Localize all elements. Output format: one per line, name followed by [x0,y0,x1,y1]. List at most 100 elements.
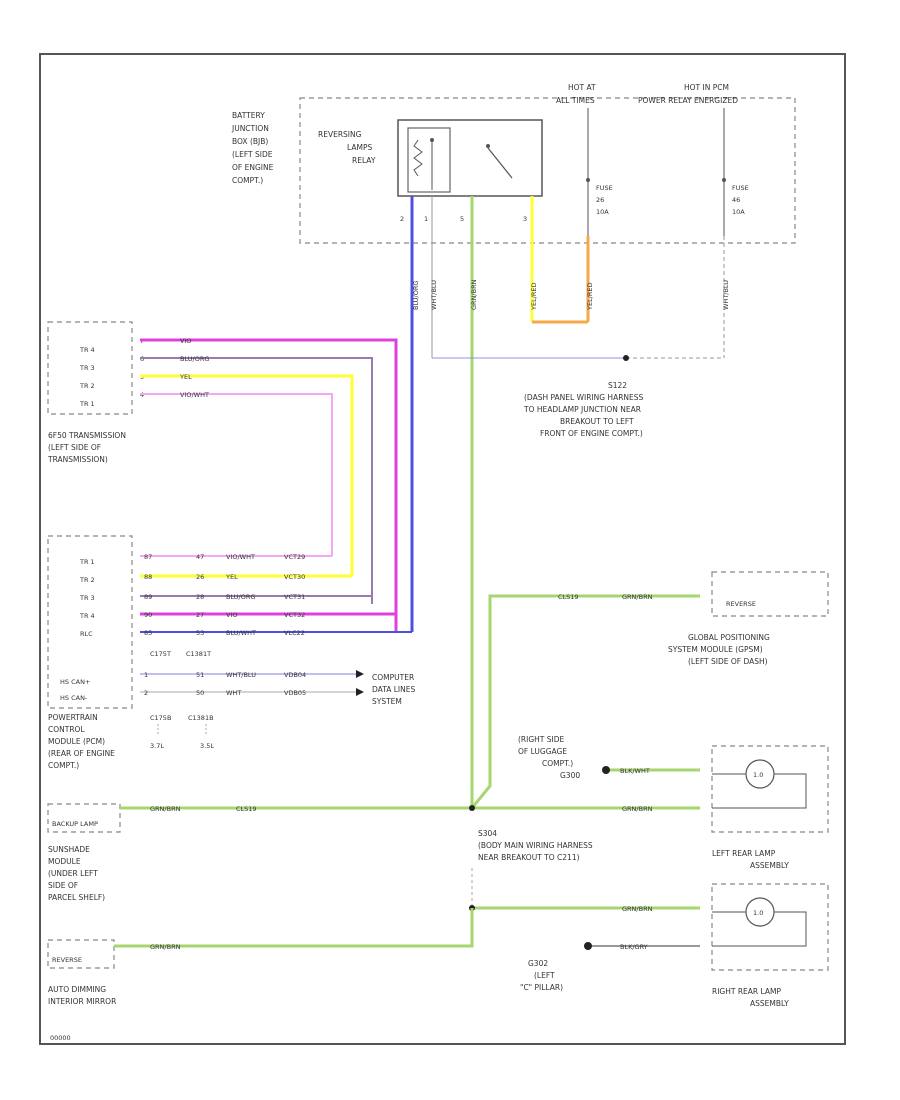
left-rear-label: LEFT REAR LAMP ASSEMBLY [712,849,789,870]
svg-text:RELAY: RELAY [352,156,376,165]
svg-text:6F50 TRANSMISSION: 6F50 TRANSMISSION [48,431,126,440]
pcm-box [47,535,133,709]
pcm-label: POWERTRAIN CONTROL MODULE (PCM) (REAR OF… [48,713,115,770]
relay-label: REVERSING LAMPS RELAY [318,130,376,165]
svg-text:RLC: RLC [80,630,93,638]
svg-text:TR 3: TR 3 [79,594,95,602]
svg-text:(DASH PANEL WIRING HARNESS: (DASH PANEL WIRING HARNESS [524,393,644,402]
svg-text:1.0: 1.0 [753,771,763,779]
svg-text:GRN/BRN: GRN/BRN [622,593,653,601]
svg-text:JUNCTION: JUNCTION [231,124,269,133]
relay-pin-1: 1 [424,215,428,223]
right-rear-lamp-box [711,883,829,971]
g302-label: G302 (LEFT "C" PILLAR) [520,959,563,992]
sunshade-label: SUNSHADE MODULE (UNDER LEFT SIDE OF PARC… [48,845,105,902]
svg-text:28: 28 [196,593,204,601]
svg-text:TO HEADLAMP JUNCTION NEAR: TO HEADLAMP JUNCTION NEAR [523,405,641,414]
svg-text:C1381B: C1381B [188,714,214,722]
svg-text:C1381T: C1381T [186,650,211,658]
svg-text:PARCEL SHELF): PARCEL SHELF) [48,893,105,902]
svg-text:46: 46 [732,196,740,204]
svg-text:SYSTEM: SYSTEM [372,697,402,706]
fuse-46: FUSE 46 10A [732,184,749,216]
relay-coil [407,127,451,193]
pcm-wire-colors: VIO/WHT YEL BLU/ORG VIO BLU/WHT WHT/BLU … [225,553,306,697]
svg-text:GRN/BRN: GRN/BRN [622,805,653,813]
svg-text:VIO/WHT: VIO/WHT [226,553,255,561]
svg-text:REVERSE: REVERSE [726,600,756,608]
svg-text:88: 88 [144,573,152,581]
svg-text:GRN/BRN: GRN/BRN [150,805,181,813]
svg-text:TR 4: TR 4 [79,346,95,354]
svg-text:BREAKOUT TO LEFT: BREAKOUT TO LEFT [560,417,634,426]
svg-text:GLOBAL POSITIONING: GLOBAL POSITIONING [688,633,770,642]
gpsm-box [711,571,829,617]
svg-text:90: 90 [144,611,152,619]
diagram-frame [39,53,846,1045]
tr-sensor-pins: TR 4 TR 3 TR 2 TR 1 7 6 5 4 [79,337,144,408]
svg-text:AUTO DIMMING: AUTO DIMMING [48,985,106,994]
svg-text:87: 87 [144,553,152,561]
svg-text:(BODY MAIN WIRING HARNESS: (BODY MAIN WIRING HARNESS [478,841,593,850]
svg-text:NEAR BREAKOUT TO C211): NEAR BREAKOUT TO C211) [478,853,580,862]
svg-text:FUSE: FUSE [732,184,749,192]
svg-text:VIO/WHT: VIO/WHT [180,391,209,399]
svg-text:REVERSE: REVERSE [52,956,82,964]
svg-text:50: 50 [196,689,204,697]
mirror-label: AUTO DIMMING INTERIOR MIRROR [48,985,116,1006]
svg-text:VDB04: VDB04 [284,671,306,679]
svg-text:(UNDER LEFT: (UNDER LEFT [48,869,98,878]
relay-coil-symbol [413,139,423,177]
svg-text:S122: S122 [608,381,627,390]
svg-text:FUSE: FUSE [596,184,613,192]
svg-text:VCT30: VCT30 [284,573,305,581]
svg-text:TR 4: TR 4 [79,612,95,620]
svg-text:1.0: 1.0 [753,909,763,917]
svg-text:TR 3: TR 3 [79,364,95,372]
svg-text:HOT IN PCM: HOT IN PCM [684,83,729,92]
svg-text:G302: G302 [528,959,548,968]
svg-text:MODULE (PCM): MODULE (PCM) [48,737,105,746]
svg-text:BLK/GRY: BLK/GRY [620,943,648,951]
computer-data-lines-label: COMPUTER DATA LINES SYSTEM [372,673,415,706]
svg-text:ALL TIMES: ALL TIMES [556,96,595,105]
svg-text:DATA LINES: DATA LINES [372,685,415,694]
svg-text:BLU/ORG: BLU/ORG [180,355,209,363]
pcm-pins: TR 1 TR 2 TR 3 TR 4 RLC HS CAN+ HS CAN- [60,558,95,702]
svg-text:LAMPS: LAMPS [347,143,372,152]
fuse-26: FUSE 26 10A [596,184,613,216]
svg-text:TR 2: TR 2 [79,382,95,390]
svg-text:BOX (BJB): BOX (BJB) [232,137,268,146]
svg-text:S304: S304 [478,829,497,838]
svg-text:G300: G300 [560,771,580,780]
svg-text:(LEFT SIDE: (LEFT SIDE [232,150,273,159]
tr-sensor-label: 6F50 TRANSMISSION (LEFT SIDE OF TRANSMIS… [47,431,126,464]
svg-text:(LEFT: (LEFT [534,971,555,980]
svg-text:TR 1: TR 1 [79,400,95,408]
svg-text:CLS19: CLS19 [558,593,579,601]
svg-text:BLU/ORG: BLU/ORG [226,593,255,601]
svg-text:VCT29: VCT29 [284,553,305,561]
svg-text:26: 26 [596,196,604,204]
splice-s122-label: S122 (DASH PANEL WIRING HARNESS TO HEADL… [523,381,644,438]
svg-text:51: 51 [196,671,204,679]
svg-text:GRN/BRN: GRN/BRN [150,943,181,951]
battery-junction-box [299,97,796,244]
svg-text:26: 26 [196,573,204,581]
svg-text:ASSEMBLY: ASSEMBLY [750,999,789,1008]
g300-ground-point [602,766,610,774]
g302-ground-point [584,942,592,950]
right-rear-label: RIGHT REAR LAMP ASSEMBLY [712,987,789,1008]
splice-s304-label: S304 (BODY MAIN WIRING HARNESS NEAR BREA… [478,829,593,862]
svg-text:VIO: VIO [180,337,191,345]
svg-text:BACKUP LAMP: BACKUP LAMP [52,820,98,828]
svg-text:53: 53 [196,629,204,637]
svg-text:TR 1: TR 1 [79,558,95,566]
svg-text:YEL/RED: YEL/RED [586,282,594,311]
svg-text:85: 85 [144,629,152,637]
svg-text:VIO: VIO [226,611,237,619]
svg-text:RIGHT REAR LAMP: RIGHT REAR LAMP [712,987,781,996]
svg-text:REVERSING: REVERSING [318,130,362,139]
svg-text:YEL: YEL [225,573,238,581]
